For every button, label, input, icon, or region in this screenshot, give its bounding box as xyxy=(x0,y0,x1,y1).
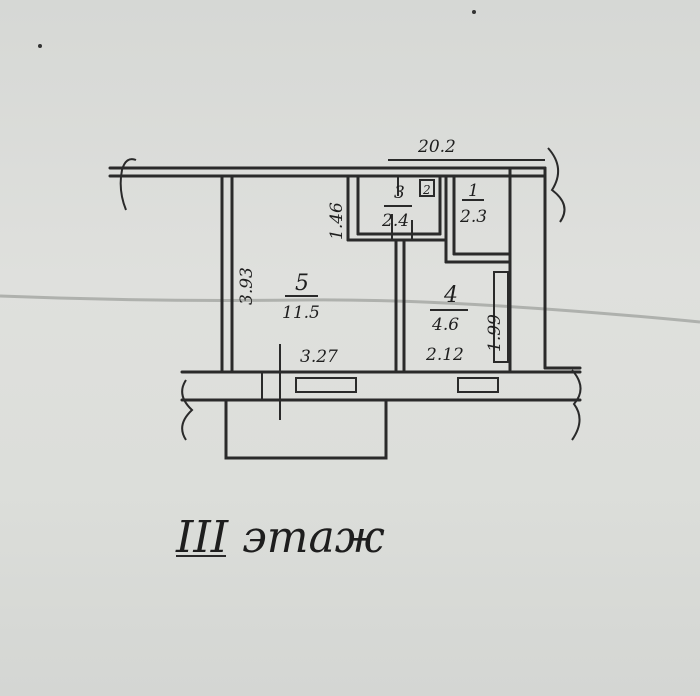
room-4-width-dimension: 2.12 xyxy=(425,345,464,365)
room-5-width-dimension: 3.27 xyxy=(300,347,338,367)
room-4-height-dimension: 1.99 xyxy=(485,314,505,352)
room-2-number: 2 xyxy=(422,183,431,197)
room-5-number: 5 xyxy=(295,271,309,296)
outer-walls xyxy=(108,147,582,460)
interior-walls xyxy=(261,159,545,420)
paper-speck xyxy=(472,10,476,14)
floor-caption: III этаж xyxy=(175,512,385,563)
room-4-area: 4.6 xyxy=(431,315,459,335)
room-5-height-dimension: 3.93 xyxy=(237,267,257,305)
room-3-number: 3 xyxy=(394,183,405,203)
room-4-number: 4 xyxy=(443,283,458,308)
total-dimension-label: 20.2 xyxy=(417,137,456,157)
room-1-area: 2.3 xyxy=(459,207,487,227)
paper-speck xyxy=(38,44,42,48)
paper-fold-line xyxy=(0,294,700,324)
room-3-height-dimension: 1.46 xyxy=(327,202,347,240)
room-1-number: 1 xyxy=(468,181,479,201)
room-5-area: 11.5 xyxy=(282,303,320,323)
room-3-area: 2.4 xyxy=(381,211,409,231)
